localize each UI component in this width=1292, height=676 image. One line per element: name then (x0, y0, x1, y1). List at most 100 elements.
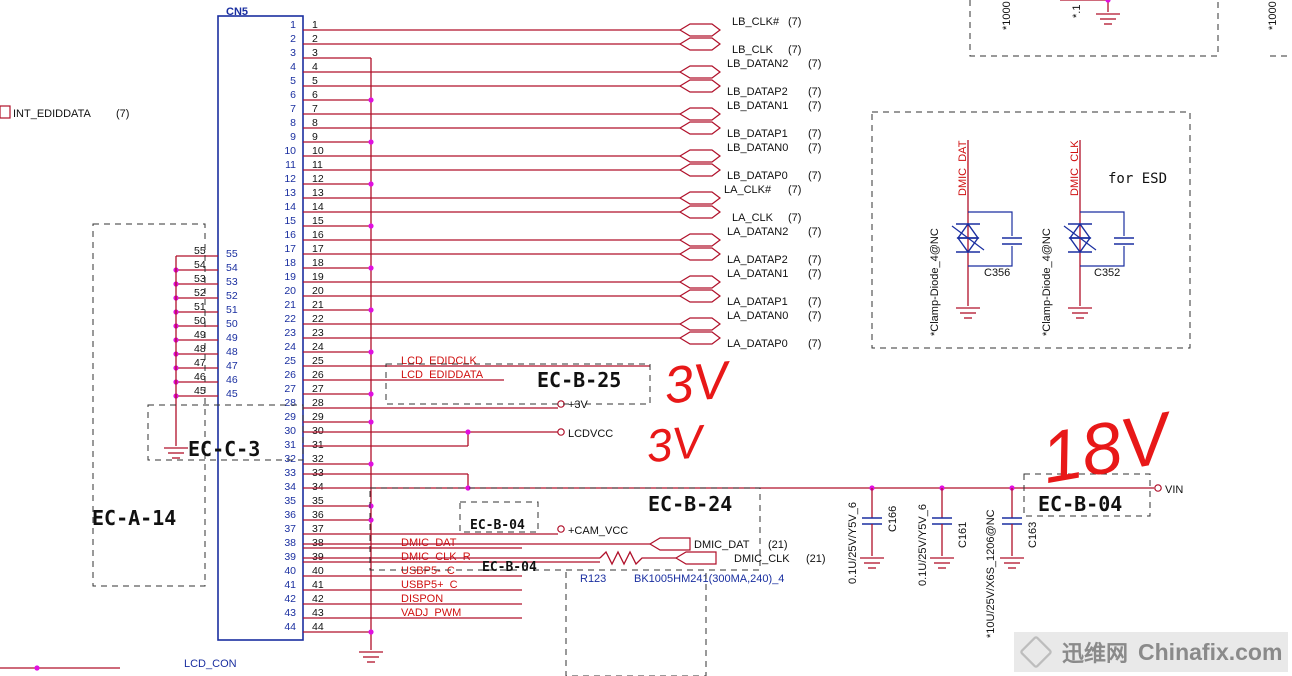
esd-cap-wire (968, 211, 1013, 236)
pin-label: 11 (285, 159, 296, 171)
pin-label: 30 (284, 425, 296, 437)
pin-label: 3 (290, 47, 296, 59)
pin-number-outer: 32 (312, 453, 324, 465)
side-pin-label: 50 (226, 318, 238, 330)
lvds-net-label: LB_DATAN1 (727, 100, 788, 112)
lvds-net-ref: (7) (808, 58, 821, 70)
side-pin-wires (173, 255, 218, 446)
side-pin-outer: 50 (194, 315, 206, 327)
side-pin-label: 53 (226, 276, 238, 288)
lvds-net-ref: (7) (808, 142, 821, 154)
pin-number-outer: 6 (312, 89, 318, 101)
r123-ref: R123 (580, 573, 606, 585)
pin-label: 22 (284, 313, 296, 325)
side-pin-outer: 48 (194, 343, 206, 355)
ground-symbol-left (164, 447, 188, 459)
area-b04-right: EC-B-04 (1038, 492, 1122, 516)
power-lcdvcc-port: LCDVCC (303, 428, 613, 447)
power-lcdvcc-label: LCDVCC (568, 428, 613, 440)
pin-label: 15 (284, 215, 296, 227)
pin-number-outer: 42 (312, 593, 324, 605)
top-right-val-c: *1000 (1267, 1, 1279, 30)
esd-diag (1063, 225, 1097, 251)
pin-label: 44 (284, 621, 296, 633)
esd-cap-2: C352 (1094, 267, 1120, 279)
lvds-net-ref: (7) (788, 184, 801, 196)
lower-net-label: LCD_EDIDDATA (401, 369, 484, 381)
lvds-port (678, 331, 721, 345)
lvds-net-ref: (7) (808, 310, 821, 322)
lower-net-labels: LCD_EDIDCLKLCD_EDIDDATADMIC_DATDMIC_CLK_… (401, 355, 484, 619)
esd-diode-2: *Clamp-Diode_4@NC (1041, 228, 1053, 336)
pin-number-outer: 36 (312, 509, 324, 521)
top-right-fragment (969, 0, 1292, 57)
side-pin-label: 51 (226, 304, 238, 316)
esd-net-2: DMIC_CLK (1069, 140, 1081, 196)
lvds-net-label: LB_DATAP0 (727, 170, 788, 182)
side-pin-label: 55 (226, 248, 238, 260)
side-pin-outer: 53 (194, 273, 206, 285)
int-ediddata-label: INT_EDIDDATA (13, 108, 91, 120)
dmic-dat-port (648, 537, 691, 551)
rail-junction (368, 419, 374, 425)
watermark-icon (1019, 635, 1053, 669)
lvds-port (678, 163, 721, 177)
rail-junction (368, 349, 374, 355)
pin-label: 41 (284, 579, 296, 591)
esd-diag (951, 225, 985, 251)
dmic-path (303, 543, 676, 566)
lvds-port (678, 233, 721, 247)
pin-number-outer: 16 (312, 229, 324, 241)
lvds-net-ref: (7) (808, 226, 821, 238)
lvds-net-ref: (7) (808, 128, 821, 140)
connector-side-pin-labels: 5555545453535252515150504949484847474646… (194, 245, 238, 400)
pin-number-outer: 7 (312, 103, 318, 115)
area-outlines (92, 223, 1151, 676)
handwriting-18v: 18V (1035, 397, 1181, 499)
handwriting-3v-bottom: 3V (644, 414, 710, 472)
pin-label: 39 (284, 551, 296, 563)
side-pin-label: 49 (226, 332, 238, 344)
lower-net-label: DMIC_DAT (401, 537, 457, 549)
lower-net-label: VADJ_PWM (401, 607, 461, 619)
watermark-logo: 迅维网 Chinafix.com (1014, 632, 1288, 672)
pin-label: 43 (284, 607, 296, 619)
pin-number-outer: 40 (312, 565, 324, 577)
pin-number-outer: 11 (312, 159, 323, 171)
side-pin-label: 54 (226, 262, 238, 274)
vin-label: VIN (1165, 484, 1183, 496)
pin-label: 35 (284, 495, 296, 507)
esd-cap-wire (1080, 211, 1125, 236)
pin-number-outer: 44 (312, 621, 324, 633)
pin-number-outer: 24 (312, 341, 324, 353)
lvds-port (678, 79, 721, 93)
vin-capacitors (860, 485, 1024, 569)
rail-junction (368, 517, 374, 523)
pin-label: 13 (284, 187, 296, 199)
pin-label: 27 (284, 383, 296, 395)
rail-junction (368, 181, 374, 187)
pin-number-outer: 18 (312, 257, 324, 269)
pin-label: 19 (284, 271, 296, 283)
lvds-net-ref: (7) (788, 16, 801, 28)
pin-label: 40 (284, 565, 296, 577)
pin-label: 26 (284, 369, 296, 381)
pin-label: 10 (284, 145, 296, 157)
lvds-net-label: LA_CLK# (724, 184, 772, 196)
lvds-port (678, 289, 721, 303)
pin-label: 24 (284, 341, 296, 353)
dmic-clk-port (674, 551, 717, 565)
pin-number-outer: 10 (312, 145, 324, 157)
lvds-net-label: LA_CLK (732, 212, 774, 224)
pin-number-outer: 17 (312, 243, 324, 255)
esd-cap-wire (1080, 246, 1125, 267)
watermark-cn: 迅维网 (1062, 641, 1129, 666)
lvds-net-label: LB_DATAN2 (727, 58, 788, 70)
pin-number-outer: 37 (312, 523, 324, 535)
lower-net-label: USBP5+_C (401, 579, 458, 591)
pin-number-outer: 28 (312, 397, 324, 409)
lvds-net-group: LB_CLK#(7)LB_CLK(7)LB_DATAN2(7)LB_DATAP2… (678, 16, 821, 350)
pin-label: 7 (290, 103, 296, 115)
lvds-net-ref: (7) (808, 296, 821, 308)
